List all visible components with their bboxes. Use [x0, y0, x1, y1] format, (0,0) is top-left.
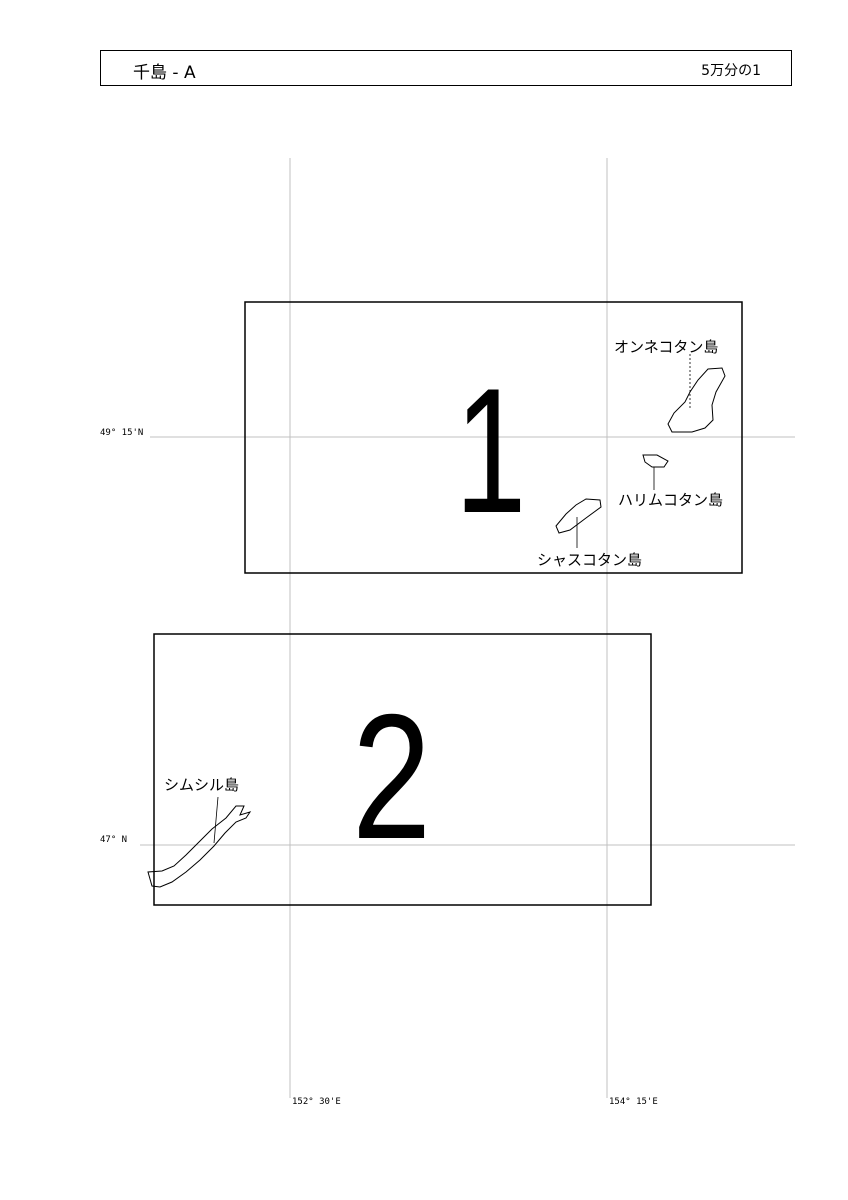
sheet-frame-2 [153, 633, 652, 906]
island-label-simushir: シムシル島 [164, 776, 240, 794]
island-label-onnekotan: オンネコタン島 [614, 338, 719, 356]
lat-label-47: 47° N [100, 835, 128, 845]
island-harimkotan-outline [642, 454, 669, 468]
map-title: 千島 - A [133, 63, 196, 83]
lon-label-154-15: 154° 15'E [609, 1097, 658, 1107]
island-label-harimkotan: ハリムコタン島 [618, 491, 724, 509]
map-title-box: 千島 - A 5万分の1 [100, 50, 792, 86]
map-scale: 5万分の1 [701, 63, 761, 79]
sheet-frame-1 [244, 301, 743, 574]
island-shasukotan-outline [555, 498, 602, 534]
lon-label-152-30: 152° 30'E [292, 1097, 341, 1107]
sheet-number-1: 1 [455, 351, 527, 550]
sheet-number-2: 2 [352, 677, 432, 876]
lat-label-49-15: 49° 15'N [100, 428, 144, 438]
island-label-shasukotan: シャスコタン島 [537, 551, 643, 569]
island-simushir-outline [147, 805, 252, 888]
leader-simushir [213, 796, 219, 844]
island-onnekotan-outline [667, 367, 726, 433]
